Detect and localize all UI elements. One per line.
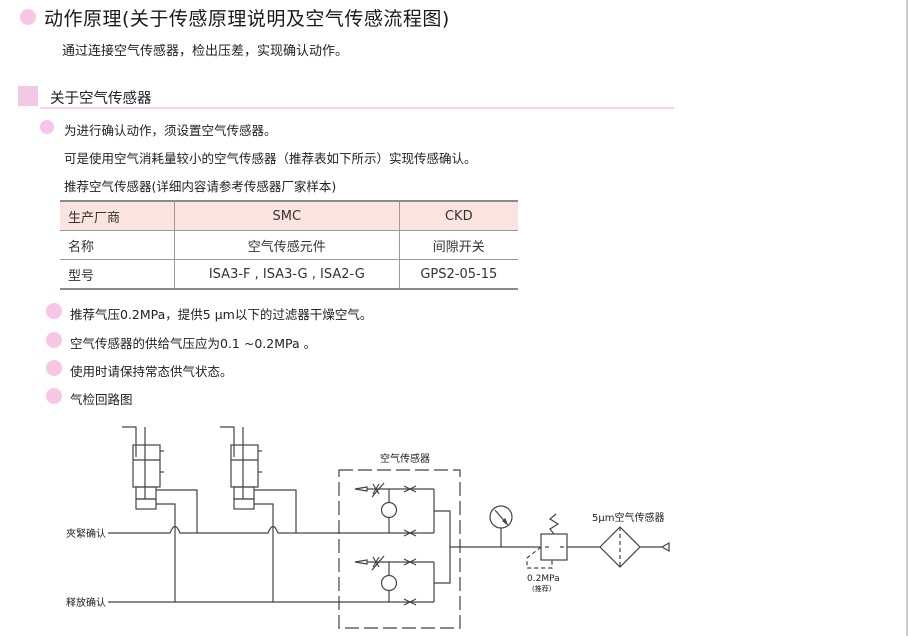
bullet-icon <box>46 303 62 319</box>
table-cell-label: 名称 <box>68 239 95 255</box>
bullet-text: 空气传感器的供给气压应为0.1 ~0.2MPa 。 <box>70 336 317 351</box>
air-filter-icon <box>599 526 641 568</box>
air-check-circuit-diagram: 夾緊确认 释放确认 空气传感器 0.2MPa (推荐) 5μm空气传感器 <box>66 426 670 629</box>
air-sensor-label: 空气传感器 <box>380 452 430 465</box>
section-title: 关于空气传感器 <box>50 91 152 107</box>
table-row: 型号 ISA3-F , ISA3-G , ISA2-G GPS2-05-15 <box>60 259 518 289</box>
table-cell-ckd: CKD <box>398 201 518 231</box>
pressure-gauge-icon <box>489 505 513 547</box>
sensor-unit-icon <box>339 482 435 537</box>
valve-icon <box>220 426 297 602</box>
section-marker-icon <box>18 86 38 106</box>
table-cell-smc: ISA3-F , ISA3-G , ISA2-G <box>174 259 400 289</box>
pressure-regulator-icon <box>526 513 568 569</box>
table-cell-smc: SMC <box>174 201 400 231</box>
sensor-unit-icon <box>339 555 435 606</box>
filter-label: 5μm空气传感器 <box>592 511 664 524</box>
regulator-pressure-label: 0.2MPa <box>527 574 560 584</box>
table-cell-ckd: 间隙开关 <box>398 230 518 260</box>
paragraph: 为进行确认动作，须设置空气传感器。 <box>64 123 277 138</box>
paragraph: 推荐空气传感器(详细内容请参考传感器厂家样本) <box>64 179 337 194</box>
recommended-sensor-table: 生产厂商 SMC CKD 名称 空气传感元件 间隙开关 型号 ISA3-F , … <box>60 200 518 290</box>
paragraph: 可是使用空气消耗量较小的空气传感器（推荐表如下所示）实现传感确认。 <box>64 151 477 166</box>
intro-text: 通过连接空气传感器，检出压差，实现确认动作。 <box>62 44 349 59</box>
clamp-confirm-label: 夾緊确认 <box>66 527 106 540</box>
bullet-text: 使用时请保持常态供气状态。 <box>70 364 233 379</box>
air-supply-icon <box>660 541 670 553</box>
bullet-icon <box>40 120 54 134</box>
bullet-icon <box>46 360 62 376</box>
table-cell-smc: 空气传感元件 <box>174 230 400 260</box>
regulator-recommended-label: (推荐) <box>532 584 552 593</box>
page-title: 动作原理(关于传感原理说明及空气传感流程图) <box>44 8 450 30</box>
table-row: 名称 空气传感元件 间隙开关 <box>60 230 518 260</box>
release-confirm-label: 释放确认 <box>66 596 106 609</box>
table-row: 生产厂商 SMC CKD <box>60 201 518 231</box>
page-edge-rule <box>906 0 908 636</box>
air-sensor-box <box>338 469 461 629</box>
clamp-air-line <box>108 525 339 534</box>
table-cell-ckd: GPS2-05-15 <box>398 259 518 289</box>
bullet-icon <box>46 332 62 348</box>
bullet-text: 推荐气压0.2MPa，提供5 μm以下的过滤器干燥空气。 <box>70 307 373 322</box>
section-divider <box>40 107 674 109</box>
title-bullet-icon <box>20 9 36 25</box>
valve-icon <box>122 426 198 602</box>
bullet-icon <box>46 388 62 404</box>
bullet-text: 气检回路图 <box>70 392 133 407</box>
table-cell-label: 型号 <box>68 268 95 284</box>
table-cell-label: 生产厂商 <box>68 210 121 226</box>
